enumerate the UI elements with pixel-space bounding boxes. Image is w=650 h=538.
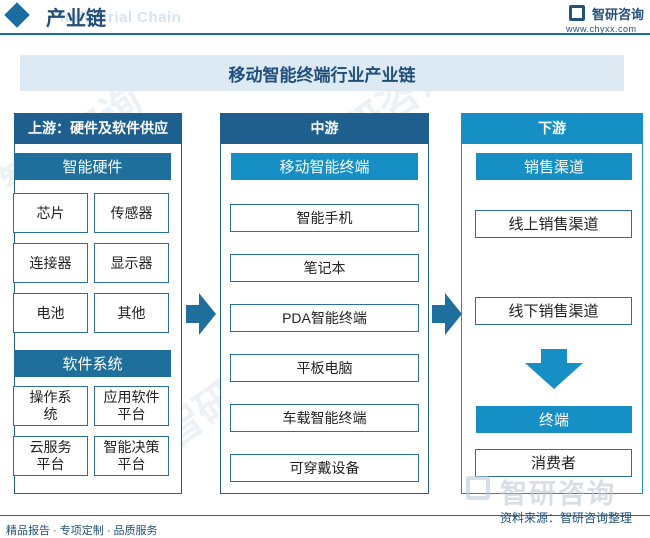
flow-arrow-icon (186, 293, 216, 335)
header-divider (0, 33, 650, 35)
watermark-logo-icon (466, 476, 490, 500)
mid-item-pda: PDA智能终端 (230, 304, 419, 332)
hardware-label: 智能硬件 (14, 153, 171, 180)
software-item-app-platform: 应用软件平台 (94, 386, 169, 426)
midstream-heading: 中游 (220, 113, 429, 143)
header-title: 产业链 (46, 8, 106, 30)
hardware-item-battery: 电池 (13, 293, 88, 333)
mid-item-tablet: 平板电脑 (230, 354, 419, 382)
header-subtitle: Industrial Chain (60, 9, 182, 26)
midstream-label: 移动智能终端 (231, 153, 418, 180)
terminal-label: 终端 (476, 406, 632, 433)
footer-source: 资料来源：智研咨询整理 (500, 511, 633, 525)
mid-item-vehicle: 车载智能终端 (230, 404, 419, 432)
hardware-item-display: 显示器 (94, 243, 169, 283)
channel-offline: 线下销售渠道 (475, 297, 632, 325)
software-item-os: 操作系统 (13, 386, 88, 426)
logo-icon (569, 5, 585, 21)
flow-arrow-icon (432, 293, 462, 335)
mid-item-smartphone: 智能手机 (230, 204, 419, 232)
software-item-cloud-platform: 云服务平台 (13, 436, 88, 476)
hardware-item-connector: 连接器 (13, 243, 88, 283)
header-diamond-icon (4, 2, 30, 28)
software-label: 软件系统 (14, 350, 171, 377)
terminal-consumer: 消费者 (475, 449, 632, 477)
mid-item-notebook: 笔记本 (230, 254, 419, 282)
software-item-decision-platform: 智能决策平台 (94, 436, 169, 476)
logo-url: www.chyxx.com (566, 24, 637, 34)
downstream-heading: 下游 (461, 113, 643, 143)
upstream-heading: 上游：硬件及软件供应 (14, 113, 182, 143)
hardware-item-sensor: 传感器 (94, 193, 169, 233)
logo-name: 智研咨询 (592, 7, 645, 22)
watermark-logo: 智研咨询 (500, 479, 616, 509)
down-arrow-icon (525, 349, 583, 389)
footer-divider (0, 515, 650, 516)
diagram-title: 移动智能终端行业产业链 (20, 55, 624, 91)
footer-tagline: 精品报告 · 专项定制 · 品质服务 (6, 525, 158, 537)
hardware-item-other: 其他 (94, 293, 169, 333)
channel-online: 线上销售渠道 (475, 210, 632, 238)
hardware-item-chip: 芯片 (13, 193, 88, 233)
mid-item-wearable: 可穿戴设备 (230, 454, 419, 482)
channels-label: 销售渠道 (476, 153, 632, 180)
